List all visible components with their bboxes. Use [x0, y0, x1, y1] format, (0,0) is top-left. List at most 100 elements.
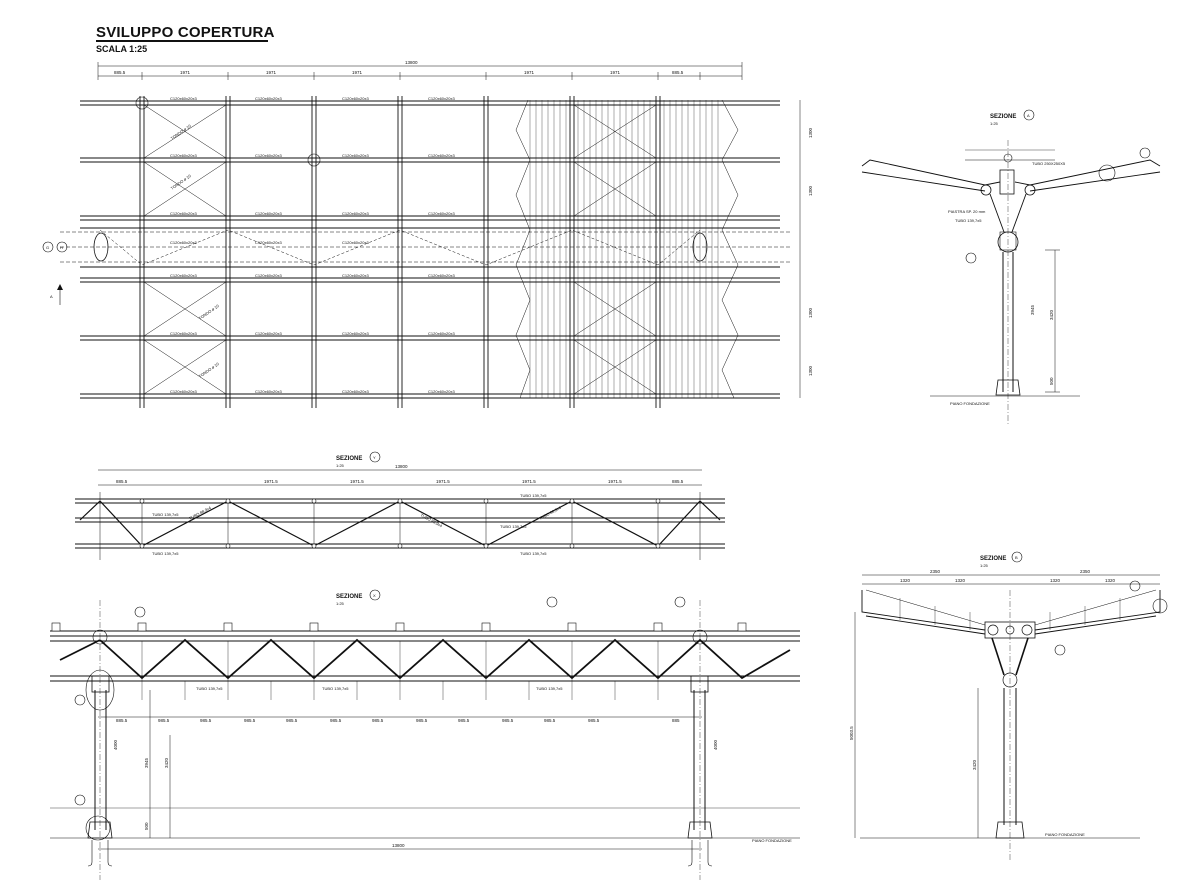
section-x-panel-5: 985.5: [286, 718, 298, 723]
section-x-height-4: 500: [144, 822, 149, 830]
plan-beam-label-11: C120x60x20x3: [342, 211, 369, 216]
section-b-top-dim-2: 2350: [1080, 569, 1091, 574]
plan-beam-label-2: C120x60x20x3: [255, 96, 282, 101]
title-underline: [96, 40, 268, 42]
section-b-span-dim-4: 1320: [1105, 578, 1116, 583]
section-a-scale: 1:25: [990, 121, 999, 126]
section-y-pipe-label-5: TUBO 139,7x5: [520, 551, 547, 556]
plan-beam-label-1: C120x60x20x3: [170, 96, 197, 101]
plan-bay-dim-1: 885.5: [114, 70, 126, 75]
section-b-span-dim-1: 1320: [900, 578, 911, 583]
section-x-panel-6: 985.5: [330, 718, 342, 723]
plan-bay-dim-5: 1971: [524, 70, 535, 75]
plan-beam-label-20: C120x60x20x3: [170, 331, 197, 336]
section-y-diag-label-3: TUBO 88,9x4: [538, 505, 562, 521]
section-b-height-2: 3420: [972, 759, 977, 770]
section-y-label: SEZIONE: [336, 456, 362, 462]
section-b-circle-icon: [1011, 551, 1023, 563]
section-a-label: SEZIONE: [990, 114, 1016, 120]
plan-beam-label-18: C120x60x20x3: [342, 273, 369, 278]
section-x-label: SEZIONE: [336, 594, 362, 600]
section-x-panel-7: 985.5: [372, 718, 384, 723]
section-b-scale: 1:25: [980, 563, 989, 568]
section-a-label-4: PIANO FONDAZIONE: [950, 401, 990, 406]
plan-beam-label-10: C120x60x20x3: [255, 211, 282, 216]
plan-beam-label-22: C120x60x20x3: [342, 331, 369, 336]
plan-beam-label-14: C120x60x20x3: [255, 240, 282, 245]
section-x-panel-12: 985.5: [588, 718, 600, 723]
section-a-height-3420: 3420: [1049, 309, 1054, 320]
section-b-letter: B: [1015, 555, 1018, 560]
section-y-pipe-label-4: TUBO 139,7x5: [152, 551, 179, 556]
plan-marker-a: A: [50, 294, 53, 299]
plan-beam-label-7: C120x60x20x3: [342, 153, 369, 158]
marker-g-icon: [42, 241, 54, 253]
section-x-ground-label: PIANO FONDAZIONE: [752, 838, 792, 843]
section-x-view: SEZIONE X 1:25: [50, 589, 800, 880]
plan-side-dim-3: 1300: [808, 307, 813, 318]
section-y-bay-7: 885.5: [672, 479, 684, 484]
section-b-height-1: 5003.5: [849, 726, 854, 740]
drawing-title: SVILUPPO COPERTURA: [96, 24, 275, 41]
section-y-diag-label-1: TUBO 88,9x4: [188, 505, 212, 521]
section-x-height-2: 3945: [144, 757, 149, 768]
section-b-span-dim-3: 1320: [1050, 578, 1061, 583]
section-b-top-dim-1: 2350: [930, 569, 941, 574]
section-x-panel-3: 985.5: [200, 718, 212, 723]
plan-side-dim-2: 1300: [808, 185, 813, 196]
plan-beam-label-24: C120x60x20x3: [170, 389, 197, 394]
plan-beam-label-5: C120x60x20x3: [170, 153, 197, 158]
section-y-bay-1: 885.5: [116, 479, 128, 484]
section-x-panel-8: 985.5: [416, 718, 428, 723]
section-x-pipe-label-2: TUBO 139,7x5: [322, 686, 349, 691]
marker-h-icon: [56, 241, 68, 253]
section-a-label-1: TUBO 250X250X5: [1032, 161, 1066, 166]
section-y-circle-icon: [369, 451, 381, 463]
plan-side-dim-1: 1300: [808, 127, 813, 138]
plan-bracing-label-1: TONDO ø 10: [170, 123, 193, 141]
section-x-marker-icon-1: [546, 596, 558, 608]
plan-beam-label-13: C120x60x20x3: [170, 240, 197, 245]
section-a-letter: A: [1027, 113, 1030, 118]
drawing-scale: SCALA 1:25: [96, 44, 148, 54]
section-y-bay-6: 1971.5: [608, 479, 622, 484]
section-x-panel-4: 985.5: [244, 718, 256, 723]
section-x-scale: 1:25: [336, 601, 345, 606]
plan-total-dimension: 13800: [405, 60, 418, 65]
section-x-height-5: 4000: [713, 739, 718, 750]
section-x-height-1: 4000: [113, 739, 118, 750]
section-x-panel-13: 885: [672, 718, 680, 723]
section-y-bay-4: 1971.5: [436, 479, 450, 484]
section-x-letter: X: [373, 593, 376, 598]
plan-beam-label-15: C120x60x20x3: [342, 240, 369, 245]
plan-marker-h: H: [60, 245, 63, 250]
plan-beam-label-9: C120x60x20x3: [170, 211, 197, 216]
section-x-pipe-label-3: TUBO 139,7x5: [536, 686, 563, 691]
section-y-view: SEZIONE Y 1:25 13800 885.5 1971.5 1971.5…: [75, 451, 725, 560]
roof-sheeting-hatch: [529, 100, 719, 398]
section-y-letter: Y: [373, 455, 376, 460]
section-a-height-500: 500: [1049, 377, 1054, 385]
section-b-span-dim-2: 1320: [955, 578, 966, 583]
section-a-label-2: PIASTRA SP. 20 mm: [948, 209, 986, 214]
section-y-bay-2: 1971.5: [264, 479, 278, 484]
section-x-panel-1: 885.5: [116, 718, 128, 723]
plan-bracing-label-4: TONDO ø 10: [198, 361, 221, 379]
section-y-scale: 1:25: [336, 463, 345, 468]
section-y-bay-3: 1971.5: [350, 479, 364, 484]
section-y-pipe-label-1: TUBO 139,7x5: [520, 493, 547, 498]
plan-beam-label-27: C120x60x20x3: [428, 389, 455, 394]
section-a-height-3945: 3945: [1030, 304, 1035, 315]
plan-beam-label-25: C120x60x20x3: [255, 389, 282, 394]
section-b-ground-label: PIANO FONDAZIONE: [1045, 832, 1085, 837]
section-x-marker-icon-2: [674, 596, 686, 608]
plan-beam-label-23: C120x60x20x3: [428, 331, 455, 336]
section-a-label-3: TUBO 139,7x5: [955, 218, 982, 223]
section-x-panel-11: 985.5: [544, 718, 556, 723]
section-y-pipe-label-3: TUBO 139,7x5: [500, 524, 527, 529]
section-y-total-dim: 13800: [395, 464, 408, 469]
plan-bay-dim-2: 1971: [180, 70, 191, 75]
section-x-total-dim: 13800: [392, 843, 405, 848]
section-y-pipe-label-2: TUBO 139,7x5: [152, 512, 179, 517]
